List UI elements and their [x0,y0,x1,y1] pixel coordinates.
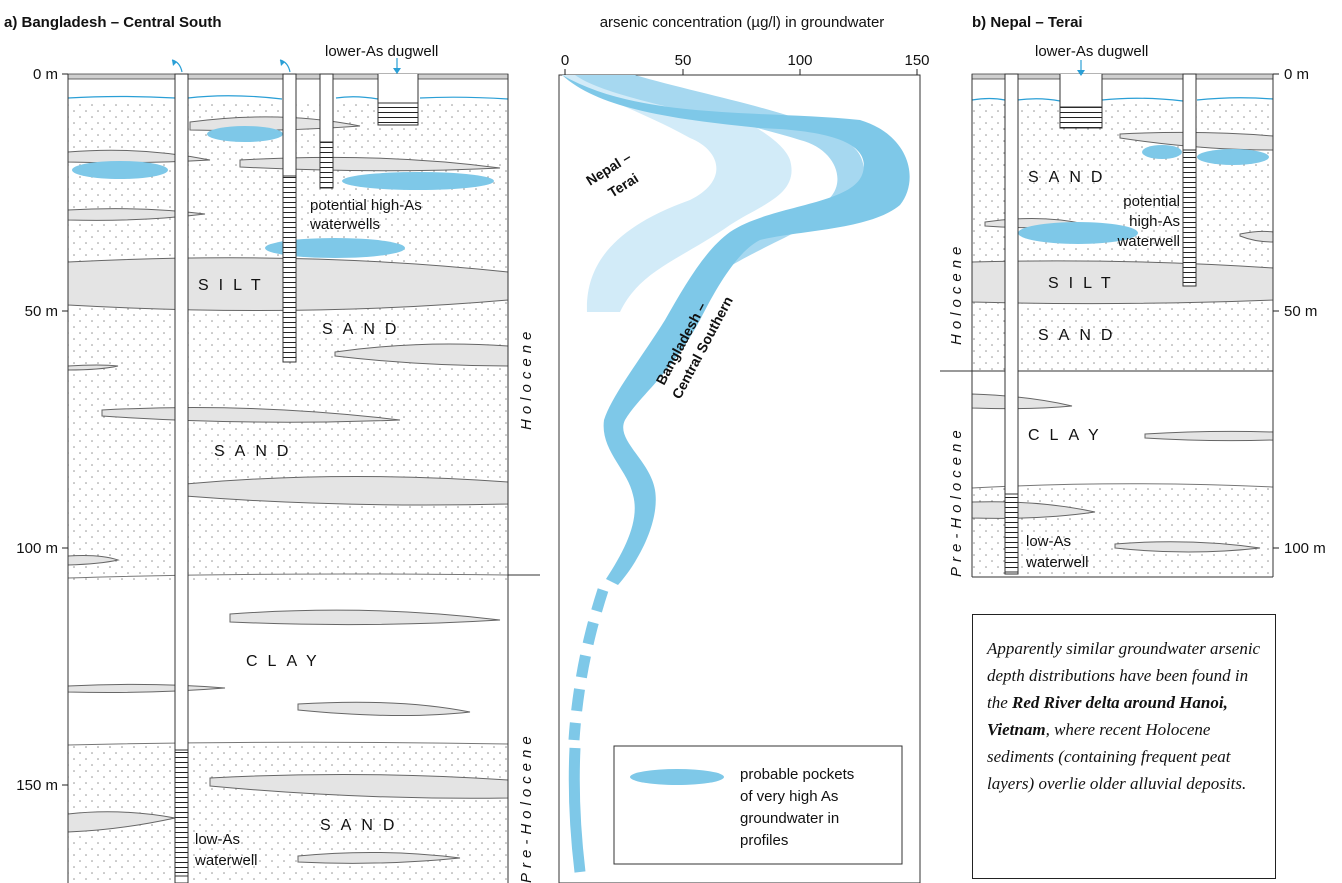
note-text-part2: , where recent Holocene sediments (conta… [987,720,1247,793]
low-as-label-a-1: low-As [195,831,240,848]
depth-tick-b-50: 50 m [1284,303,1317,320]
water-table-b [971,97,1274,102]
high-as-label-a-2: waterwells [309,216,380,233]
stratum-sand-lower-b: SAND [1038,327,1122,344]
low-as-label-b-1: low-As [1026,533,1071,550]
depth-tick-b-0: 0 m [1284,66,1309,83]
stratum-sand-lower-a: SAND [320,817,404,834]
high-as-label-b-3: waterwell [1116,233,1180,250]
lower-sand-top-line [67,741,509,746]
shallow-well-1-screen [282,175,297,363]
arsenic-profile-chart: arsenic concentration (µg/l) in groundwa… [558,14,930,883]
depth-tick-100: 100 m [16,540,58,557]
shallow-well-screen-b [1182,149,1197,287]
panel-a-bangladesh: a) Bangladesh – Central South [4,14,540,883]
stratum-clay-a: CLAY [246,653,327,670]
low-as-label-a-2: waterwell [194,852,258,869]
high-as-label-b-2: high-As [1129,213,1180,230]
high-as-pockets-a [72,126,494,258]
legend-line-2: of very high As [740,788,838,805]
deep-well-screen-a [174,749,189,877]
high-as-pockets-b [1018,145,1269,244]
epoch-pre-holocene-a: Pre-Holocene [518,731,535,883]
panel-b-title: b) Nepal – Terai [972,14,1083,31]
high-as-label-a-1: potential high-As [310,197,422,214]
nepal-terai-band [562,75,792,312]
x-tick-150: 150 [904,52,929,69]
depth-tick-0: 0 m [33,66,58,83]
note-box: Apparently similar groundwater arsenic d… [972,614,1276,879]
panel-a-title: a) Bangladesh – Central South [4,14,222,31]
epoch-holocene-a: Holocene [518,327,535,430]
stratum-silt-b: SILT [1048,275,1121,292]
bangladesh-band-dashed [568,588,609,741]
legend-box [613,745,903,865]
high-as-label-b-1: potential [1123,193,1180,210]
bangladesh-band-deep [568,747,586,873]
legend-line-1: probable pockets [740,766,854,783]
x-axis-ticks: 0 50 100 150 [561,52,930,75]
epoch-holocene-b: Holocene [948,242,965,345]
low-as-label-b-2: waterwell [1025,554,1089,571]
epoch-pre-holocene-b: Pre-Holocene [948,425,965,577]
legend: probable pockets of very high As groundw… [613,745,903,865]
bangladesh-central-southern-band [562,75,910,585]
note-text-part1: Apparently similar groundwater arsenic d… [987,639,1261,712]
holocene-boundary-line [67,573,509,579]
depth-tick-150: 150 m [16,777,58,794]
panel-b-nepal: b) Nepal – Terai [940,14,1326,578]
depth-axis-a: 0 m 50 m 100 m 150 m [16,66,68,794]
depth-axis-b: 0 m 50 m 100 m [1273,66,1326,557]
deep-well-a [174,73,189,883]
stratum-sand-upper-a: SAND [322,321,406,338]
deep-well-screen-b [1004,493,1019,573]
dugwell-arrow-b [1077,70,1085,76]
depth-tick-50: 50 m [25,303,58,320]
legend-pocket-swatch [630,769,724,785]
shallow-well-2-screen [319,141,334,189]
chart-axis-title: arsenic concentration (µg/l) in groundwa… [600,14,885,31]
stratum-sand-upper-b: SAND [1028,169,1112,186]
dugwell-arrow-a [393,68,401,74]
deep-well-b [1004,73,1019,575]
x-tick-100: 100 [787,52,812,69]
legend-line-4: profiles [740,832,788,849]
x-tick-0: 0 [561,52,569,69]
legend-line-3: groundwater in [740,810,839,827]
x-tick-50: 50 [675,52,692,69]
note-text-bold: Red River delta around Hanoi, Vietnam [987,693,1228,739]
stratum-silt-a: SILT [198,277,271,294]
stratum-sand-middle-a: SAND [214,443,298,460]
dugwell-label-b: lower-As dugwell [1035,43,1148,60]
depth-tick-b-100: 100 m [1284,540,1326,557]
stratum-clay-b: CLAY [1028,427,1109,444]
dugwell-label-a: lower-As dugwell [325,43,438,60]
water-table-a [67,95,509,100]
